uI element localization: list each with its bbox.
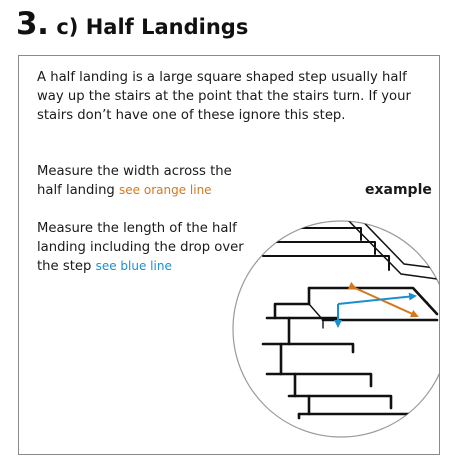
instruction-panel: A half landing is a large square shaped …: [18, 55, 440, 455]
page-title: c) Half Landings: [56, 15, 249, 39]
blue-measure-line: [337, 292, 417, 305]
intro-paragraph: A half landing is a large square shaped …: [37, 70, 411, 123]
orange-line-note: see orange line: [119, 183, 212, 197]
instruction-width-text: Measure the width across the half landin…: [37, 164, 232, 198]
orange-measure-line: [347, 281, 419, 318]
example-label: example: [365, 182, 432, 198]
step-number: 3.: [16, 6, 49, 42]
instruction-length: Measure the length of the half landing i…: [37, 219, 252, 276]
instruction-width: Measure the width across the half landin…: [37, 162, 252, 200]
page-header: 3. c) Half Landings: [16, 6, 248, 42]
example-circle: [232, 220, 439, 438]
instruction-length-text: Measure the length of the half landing i…: [37, 221, 244, 274]
stairs-illustration: [232, 220, 439, 438]
blue-line-note: see blue line: [95, 259, 172, 273]
